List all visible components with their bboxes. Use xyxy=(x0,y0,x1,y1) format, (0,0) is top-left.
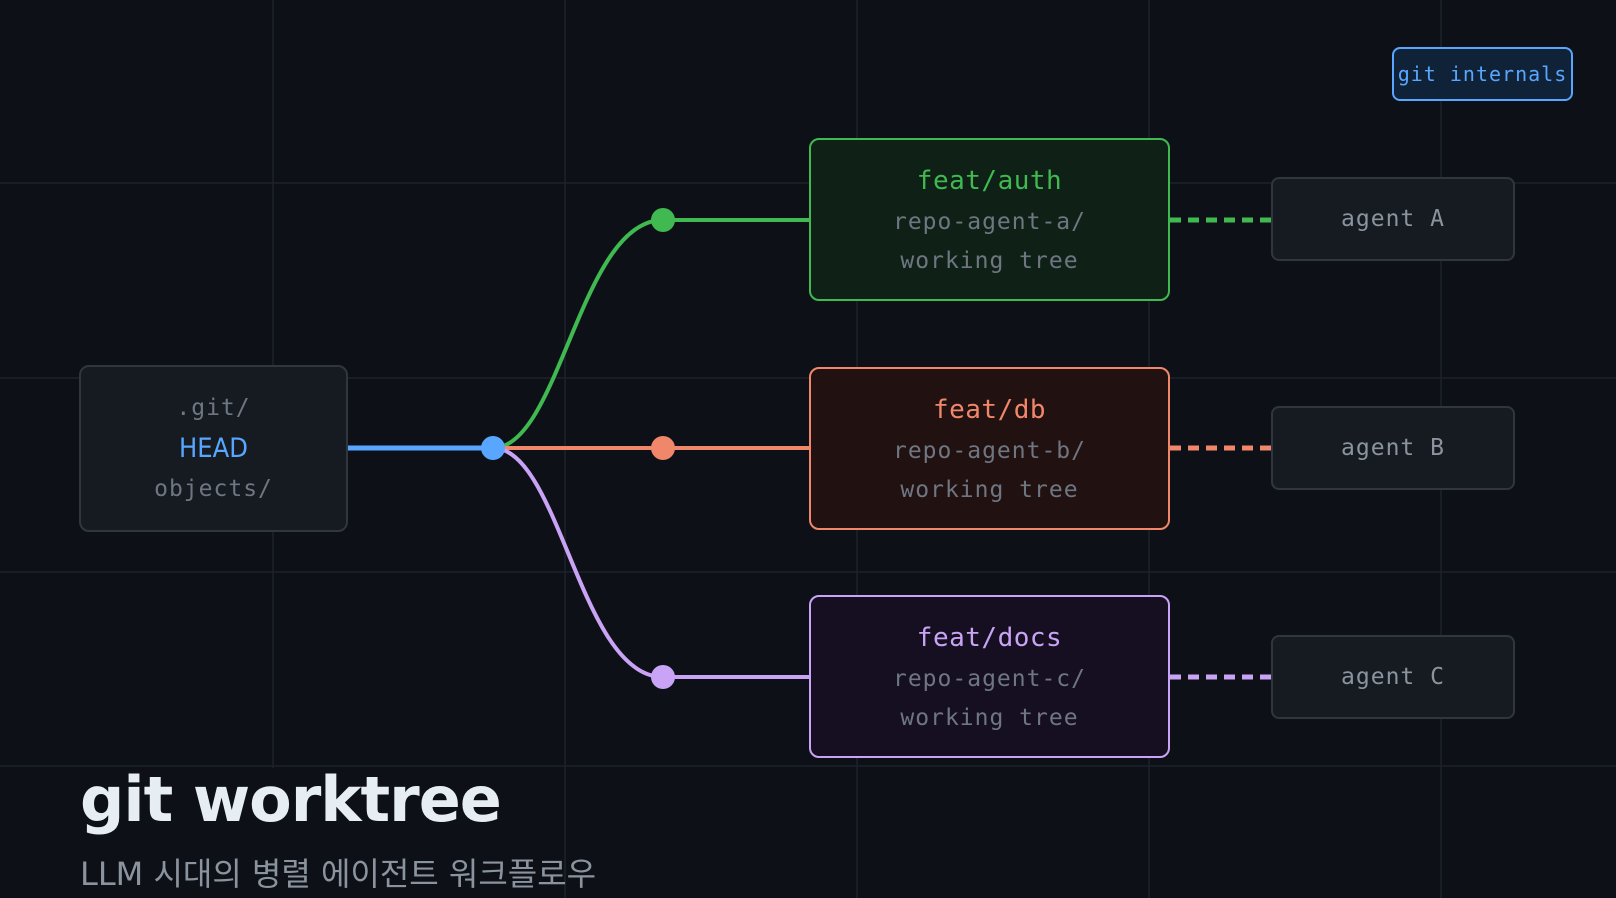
git-dir-label: .git/ xyxy=(176,394,251,421)
title-panel xyxy=(70,768,502,898)
worktree-note-label: working tree xyxy=(900,476,1079,503)
branch-label: feat/auth xyxy=(916,165,1063,196)
docs-branch-node xyxy=(651,665,675,689)
worktree-note-label: working tree xyxy=(900,704,1079,731)
page-subtitle: LLM 시대의 병렬 에이전트 워크플로우 xyxy=(80,855,597,893)
branch-label: feat/docs xyxy=(916,622,1063,653)
agent-label: agent A xyxy=(1341,206,1445,232)
agent-a-box: agent A xyxy=(1271,177,1515,261)
worktree-note-label: working tree xyxy=(900,247,1079,274)
auth-branch-node xyxy=(651,208,675,232)
git-internals-badge: git internals xyxy=(1392,47,1573,101)
docs-branch-curve xyxy=(492,446,809,679)
head-fork-node xyxy=(481,436,505,460)
auth-branch-curve xyxy=(492,218,809,450)
branch-label: feat/db xyxy=(932,394,1047,425)
worktree-auth-box: feat/auth repo-agent-a/ working tree xyxy=(809,138,1170,301)
worktree-db-box: feat/db repo-agent-b/ working tree xyxy=(809,367,1170,530)
agent-b-box: agent B xyxy=(1271,406,1515,490)
agent-c-box: agent C xyxy=(1271,635,1515,719)
agent-label: agent C xyxy=(1341,664,1445,690)
worktree-dir-label: repo-agent-c/ xyxy=(892,665,1086,692)
db-branch-node xyxy=(651,436,675,460)
page-title: git worktree xyxy=(80,763,502,836)
worktree-dir-label: repo-agent-a/ xyxy=(892,208,1086,235)
repo-git-box: .git/ HEAD objects/ xyxy=(79,365,348,532)
agent-label: agent B xyxy=(1341,435,1445,461)
head-label: HEAD xyxy=(179,432,248,464)
worktree-dir-label: repo-agent-b/ xyxy=(892,437,1086,464)
worktree-docs-box: feat/docs repo-agent-c/ working tree xyxy=(809,595,1170,758)
objects-label: objects/ xyxy=(154,475,273,502)
